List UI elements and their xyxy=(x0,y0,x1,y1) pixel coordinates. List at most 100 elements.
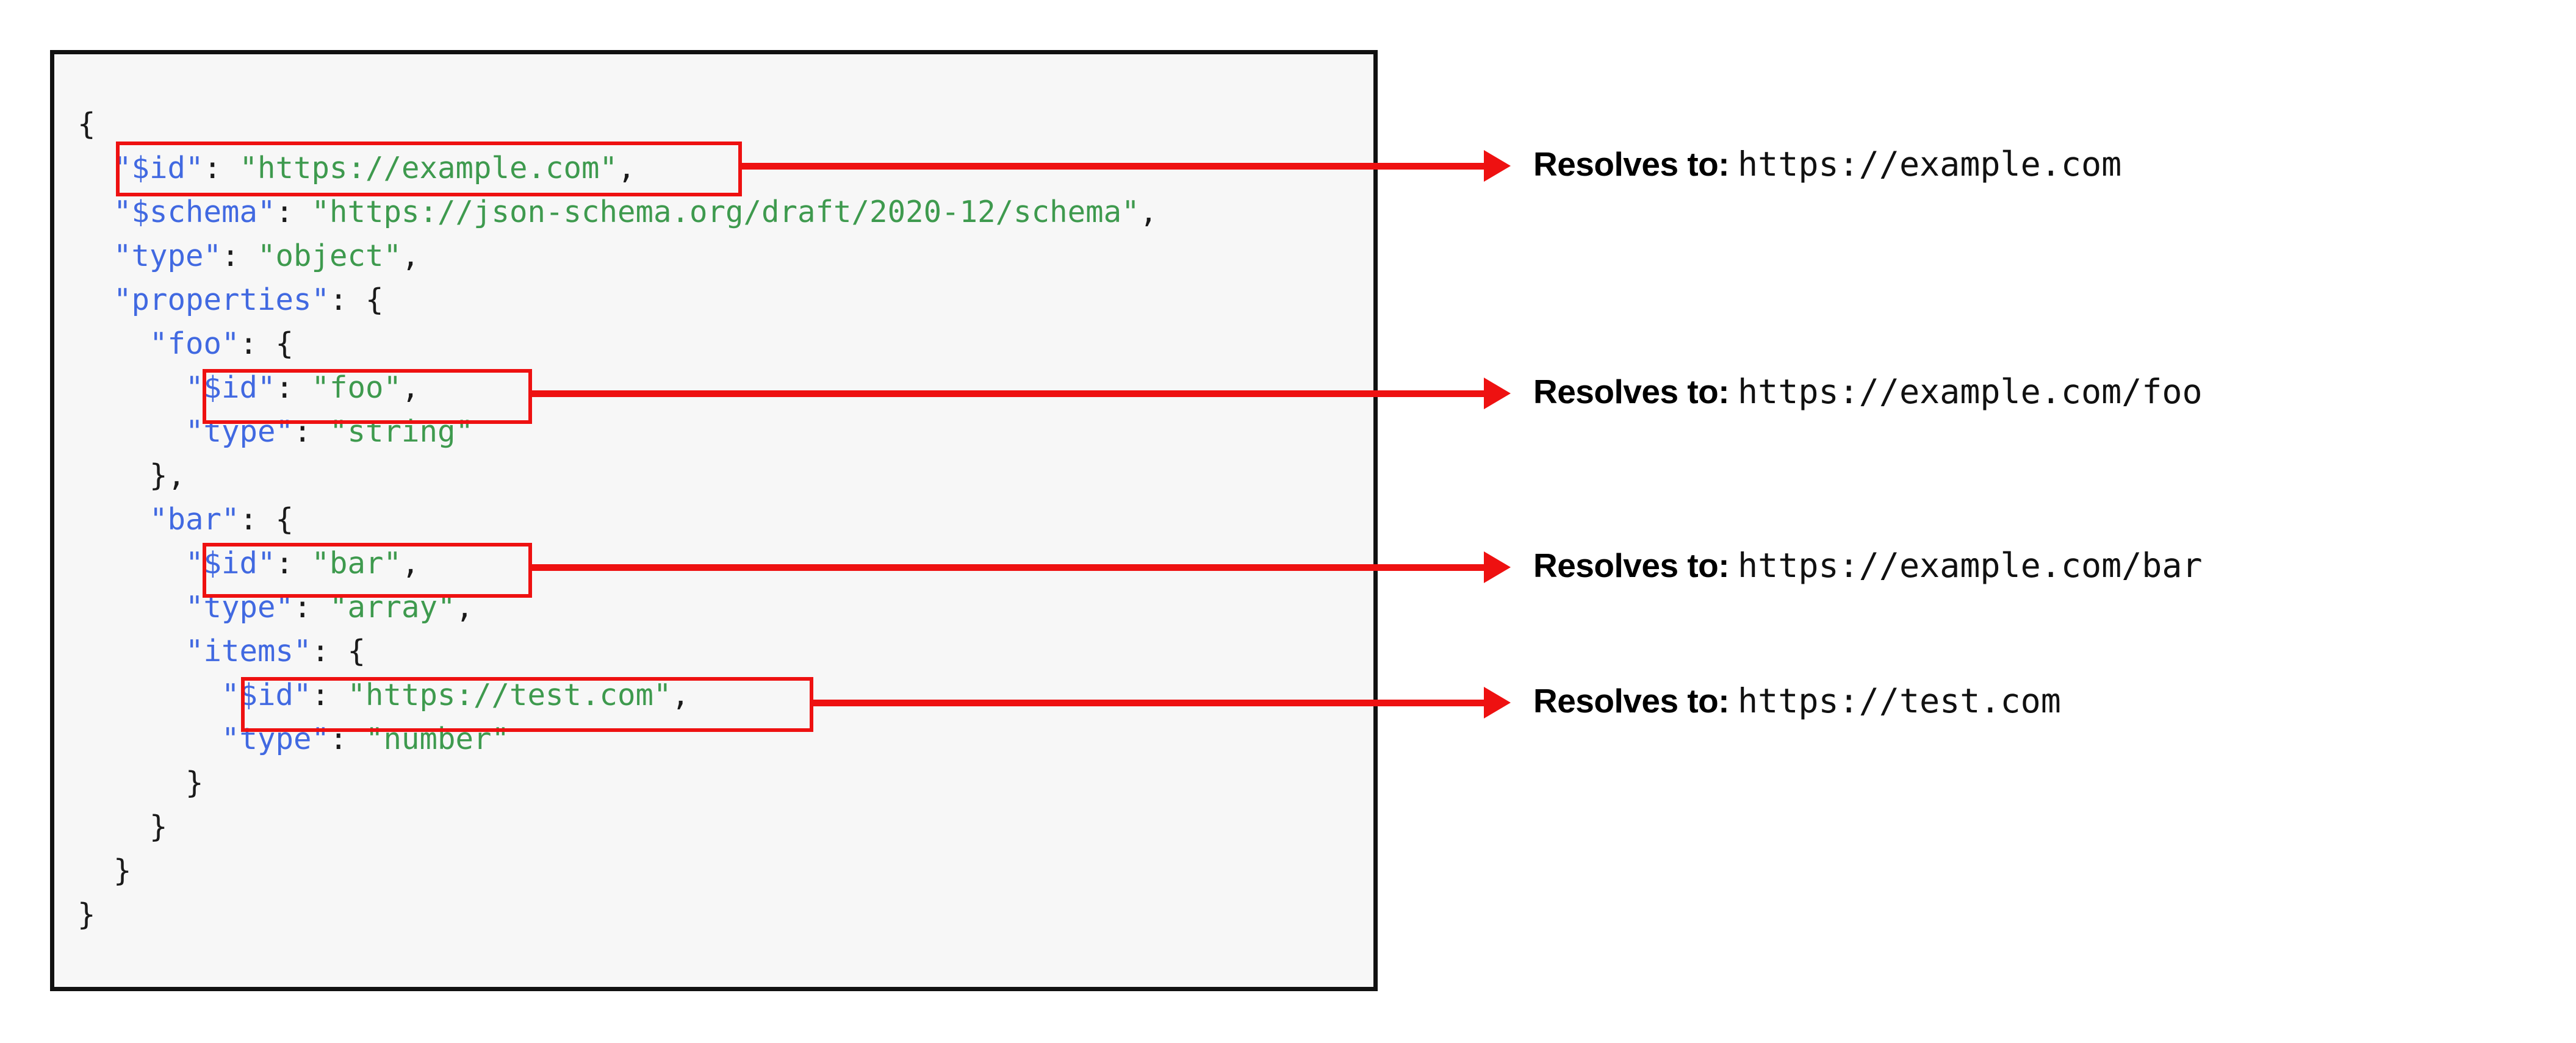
code-line: "properties": { xyxy=(77,278,1157,322)
json-punctuation: : xyxy=(221,238,258,273)
code-line: "$id": "https://test.com", xyxy=(77,673,1157,717)
code-line: "$id": "foo", xyxy=(77,366,1157,410)
code-indent xyxy=(77,546,185,581)
code-indent xyxy=(77,414,185,449)
json-punctuation: : xyxy=(275,195,312,229)
code-line: "$id": "https://example.com", xyxy=(77,146,1157,190)
resolved-uri-value: https://test.com xyxy=(1738,681,2061,720)
arrow-shaft xyxy=(813,700,1485,706)
json-punctuation: : xyxy=(293,590,330,625)
code-indent xyxy=(77,370,185,405)
arrow-head-icon xyxy=(1484,687,1511,719)
code-indent xyxy=(77,282,113,317)
json-punctuation: , xyxy=(671,678,690,712)
json-string: "bar" xyxy=(311,546,402,581)
code-indent xyxy=(77,590,185,625)
code-line: } xyxy=(77,849,1157,893)
json-punctuation: { xyxy=(77,107,96,142)
arrow-shaft xyxy=(532,390,1485,397)
arrow-shaft xyxy=(742,163,1485,170)
json-punctuation: } xyxy=(113,853,132,888)
resolves-to-label: Resolves to: xyxy=(1533,373,1730,410)
json-key: "bar" xyxy=(149,502,240,537)
code-indent xyxy=(77,722,221,756)
arrow-head-icon xyxy=(1484,378,1511,409)
code-line: }, xyxy=(77,454,1157,498)
json-punctuation: : { xyxy=(239,502,294,537)
json-punctuation: : { xyxy=(329,282,384,317)
json-string: "https://example.com" xyxy=(239,151,618,185)
code-line: "items": { xyxy=(77,629,1157,673)
json-punctuation: , xyxy=(1139,195,1158,229)
json-string: "https://test.com" xyxy=(347,678,672,712)
arrow-head-icon xyxy=(1484,150,1511,182)
json-punctuation: : { xyxy=(311,634,366,668)
code-line: "$schema": "https://json-schema.org/draf… xyxy=(77,190,1157,234)
code-indent xyxy=(77,238,113,273)
json-punctuation: , xyxy=(401,238,420,273)
json-punctuation: : xyxy=(203,151,240,185)
json-key: "items" xyxy=(185,634,312,668)
json-punctuation: }, xyxy=(149,458,186,493)
code-indent xyxy=(77,853,113,888)
arrow-to-bar xyxy=(532,551,1511,583)
json-punctuation: } xyxy=(185,765,204,800)
json-key: "type" xyxy=(221,722,330,756)
code-indent xyxy=(77,326,149,361)
code-indent xyxy=(77,634,185,668)
resolved-uri-value: https://example.com/foo xyxy=(1738,372,2203,411)
code-line: "type": "array", xyxy=(77,586,1157,629)
json-key: "type" xyxy=(113,238,222,273)
json-key: "$id" xyxy=(185,370,276,405)
json-schema-code-panel: { "$id": "https://example.com", "$schema… xyxy=(50,50,1378,991)
code-line: "$id": "bar", xyxy=(77,542,1157,586)
code-indent xyxy=(77,809,149,844)
json-punctuation: } xyxy=(77,897,96,932)
arrow-to-foo xyxy=(532,378,1511,409)
json-key: "foo" xyxy=(149,326,240,361)
code-line: "bar": { xyxy=(77,498,1157,542)
code-indent xyxy=(77,195,113,229)
code-line: } xyxy=(77,805,1157,849)
code-indent xyxy=(77,678,221,712)
json-punctuation: : xyxy=(329,722,366,756)
json-string: "array" xyxy=(329,590,456,625)
json-punctuation: } xyxy=(149,809,168,844)
json-code-listing: { "$id": "https://example.com", "$schema… xyxy=(77,102,1157,937)
json-punctuation: : { xyxy=(239,326,294,361)
code-indent xyxy=(77,502,149,537)
resolves-to-label: Resolves to: xyxy=(1533,682,1730,720)
json-key: "type" xyxy=(185,590,294,625)
json-string: "number" xyxy=(365,722,510,756)
code-line: { xyxy=(77,102,1157,146)
code-line: "foo": { xyxy=(77,322,1157,366)
json-string: "string" xyxy=(329,414,474,449)
json-punctuation: , xyxy=(401,370,420,405)
json-key: "properties" xyxy=(113,282,330,317)
code-line: "type": "object", xyxy=(77,234,1157,278)
json-string: "foo" xyxy=(311,370,402,405)
code-indent xyxy=(77,458,149,493)
json-string: "https://json-schema.org/draft/2020-12/s… xyxy=(311,195,1140,229)
code-line: } xyxy=(77,893,1157,937)
arrow-head-icon xyxy=(1484,551,1511,583)
json-punctuation: : xyxy=(275,370,312,405)
json-punctuation: : xyxy=(275,546,312,581)
resolved-uri-value: https://example.com/bar xyxy=(1738,546,2203,585)
code-line: "type": "number" xyxy=(77,717,1157,761)
resolves-to-label: Resolves to: xyxy=(1533,547,1730,584)
arrow-to-root xyxy=(742,150,1511,182)
resolved-uri-value: https://example.com xyxy=(1738,145,2122,184)
resolves-to-label: Resolves to: xyxy=(1533,145,1730,183)
json-punctuation: : xyxy=(293,414,330,449)
json-key: "$schema" xyxy=(113,195,276,229)
annotation-bar: Resolves to:https://example.com/bar xyxy=(1533,549,2203,582)
json-key: "$id" xyxy=(113,151,204,185)
json-punctuation: , xyxy=(617,151,636,185)
json-punctuation: , xyxy=(455,590,474,625)
json-string: "object" xyxy=(257,238,402,273)
code-line: "type": "string" xyxy=(77,410,1157,454)
code-indent xyxy=(77,765,185,800)
json-punctuation: : xyxy=(311,678,348,712)
arrow-shaft xyxy=(532,564,1485,571)
